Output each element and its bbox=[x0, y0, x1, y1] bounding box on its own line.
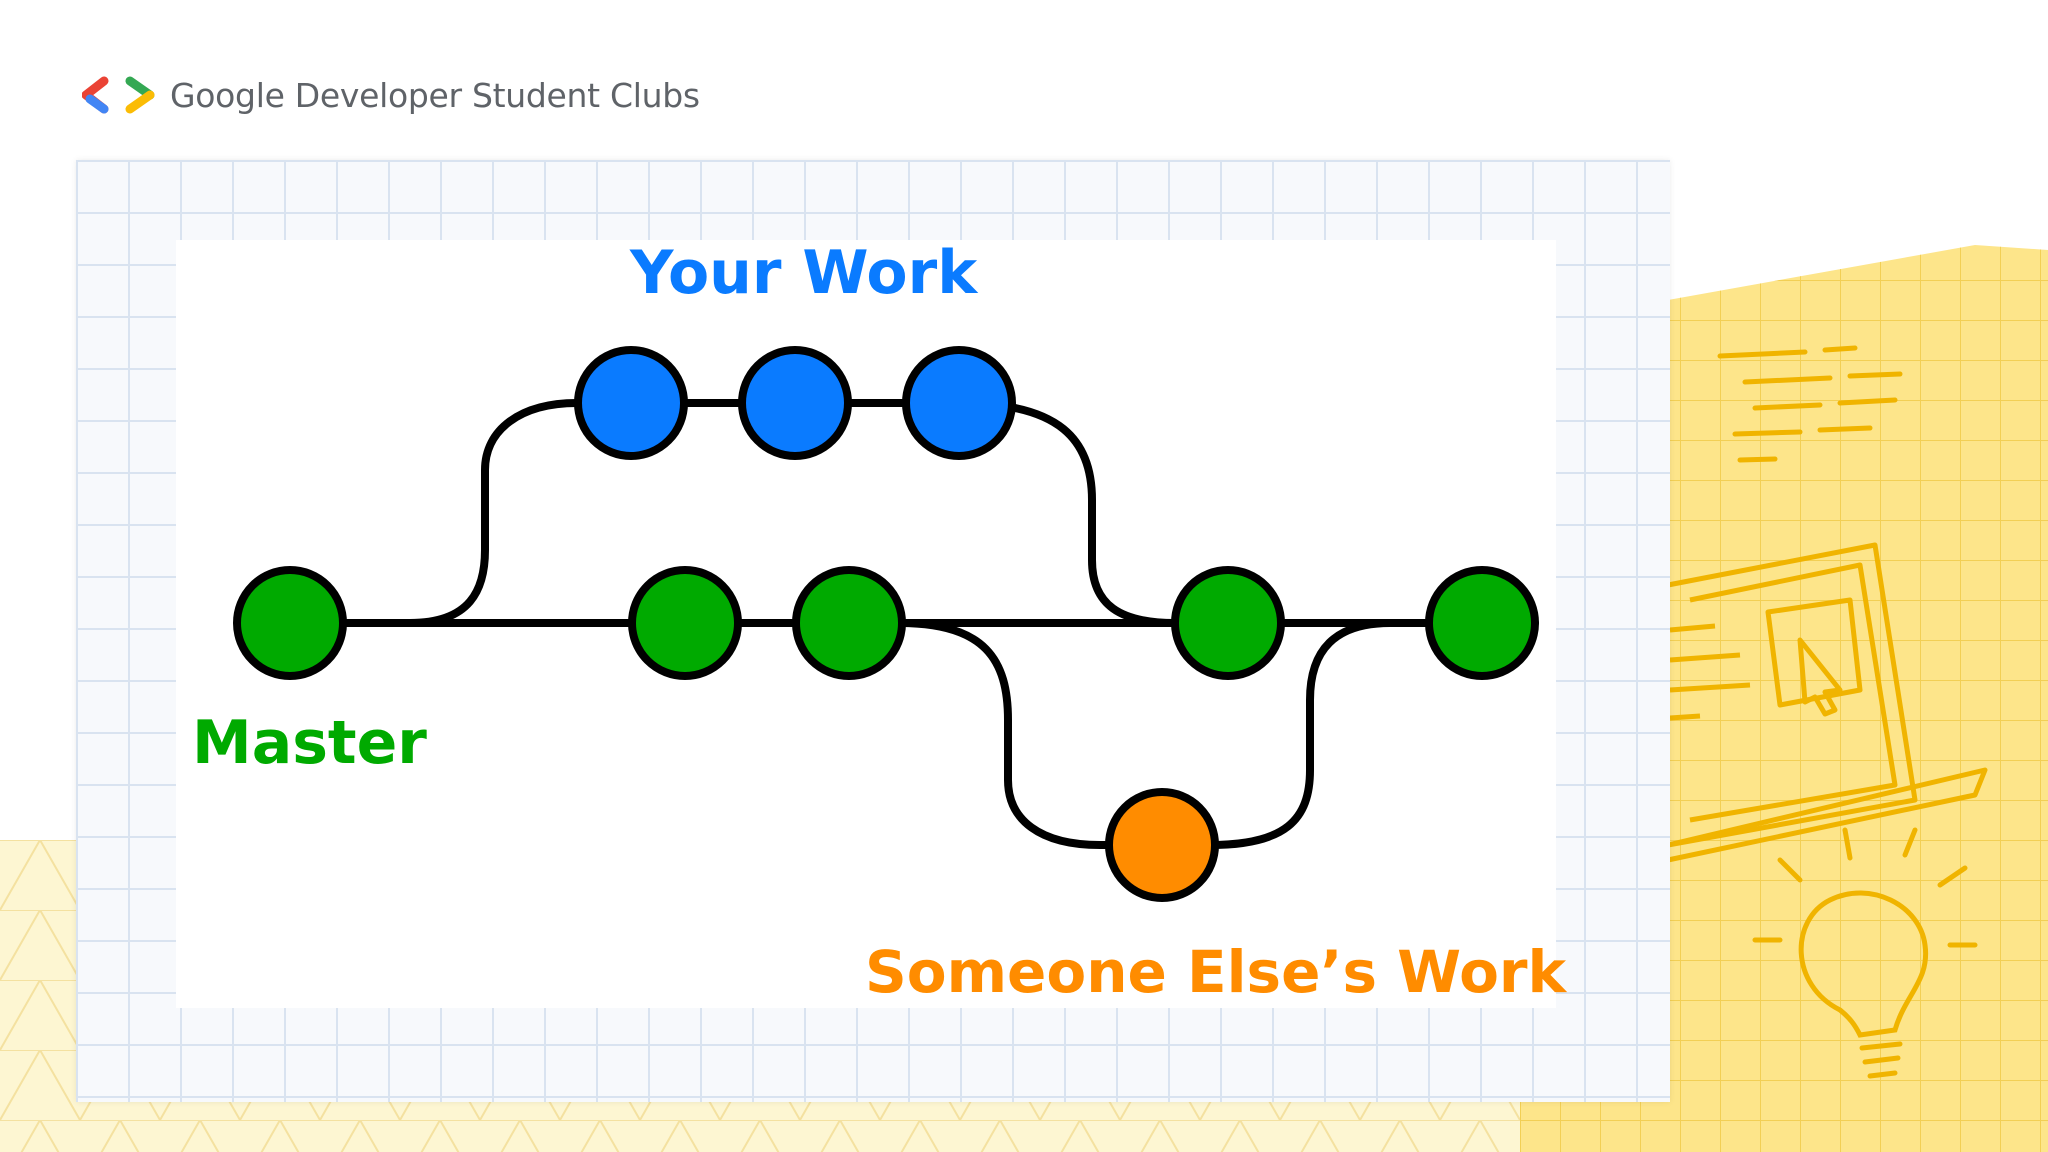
header-branding: Google Developer Student Clubs bbox=[82, 70, 700, 120]
your-work-commit-1 bbox=[574, 346, 688, 460]
your-work-commit-3 bbox=[902, 346, 1016, 460]
master-commit-5 bbox=[1425, 566, 1539, 680]
master-commit-3 bbox=[792, 566, 906, 680]
master-commit-4 bbox=[1171, 566, 1285, 680]
master-commit-1 bbox=[233, 566, 347, 680]
sketch-lines bbox=[1717, 345, 1903, 463]
someone-elses-work-label: Someone Else’s Work bbox=[865, 938, 1567, 1006]
your-work-label: Your Work bbox=[630, 238, 978, 308]
master-label: Master bbox=[192, 708, 427, 778]
gdsc-logo-icon bbox=[82, 76, 155, 114]
brand-title: Google Developer Student Clubs bbox=[170, 75, 700, 115]
someone-else-branch-line bbox=[896, 619, 1394, 849]
your-work-commit-2 bbox=[738, 346, 852, 460]
master-commit-2 bbox=[628, 566, 742, 680]
someone-else-commit-1 bbox=[1105, 788, 1219, 902]
laptop-sketch-icon bbox=[1667, 542, 1988, 863]
lightbulb-sketch-icon bbox=[1752, 827, 1978, 1079]
